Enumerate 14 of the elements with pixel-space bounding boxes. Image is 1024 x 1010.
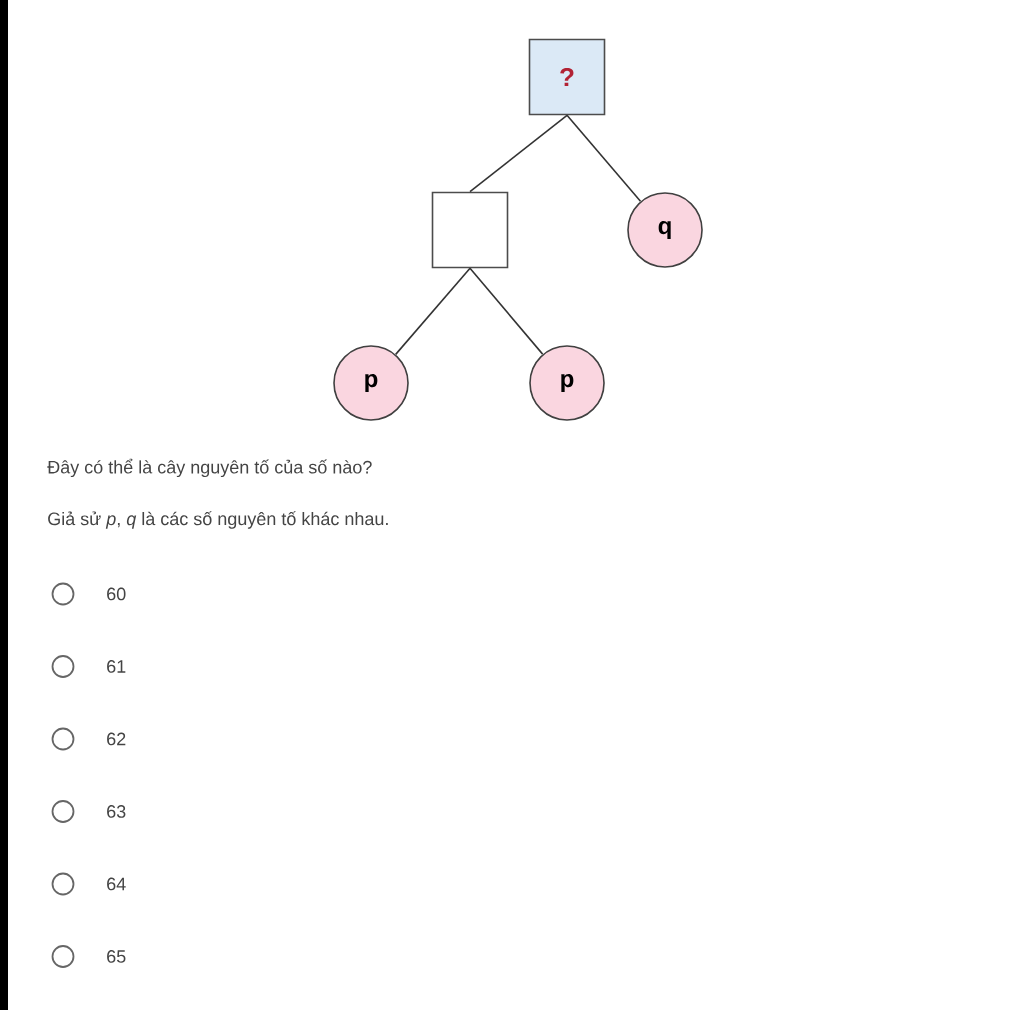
tree-branch — [469, 267, 544, 355]
option-text: 64 — [107, 877, 126, 891]
tree-branch — [469, 114, 568, 193]
root-box: ? — [528, 38, 606, 116]
option-text: 63 — [107, 805, 126, 818]
tree-branch — [394, 267, 471, 356]
option-text: 61 — [107, 660, 126, 673]
question-text: Giả sử p, q là các số nguyên tố khác nhau. — [48, 511, 388, 529]
option-text: 62 — [107, 732, 126, 746]
square-box — [431, 191, 509, 269]
option-text: 65 — [107, 950, 126, 963]
tree-branch — [566, 114, 642, 203]
option-text: 60 — [107, 587, 126, 601]
question-text: Đây có thể là cây nguyên tố của số nào? — [47, 458, 372, 478]
